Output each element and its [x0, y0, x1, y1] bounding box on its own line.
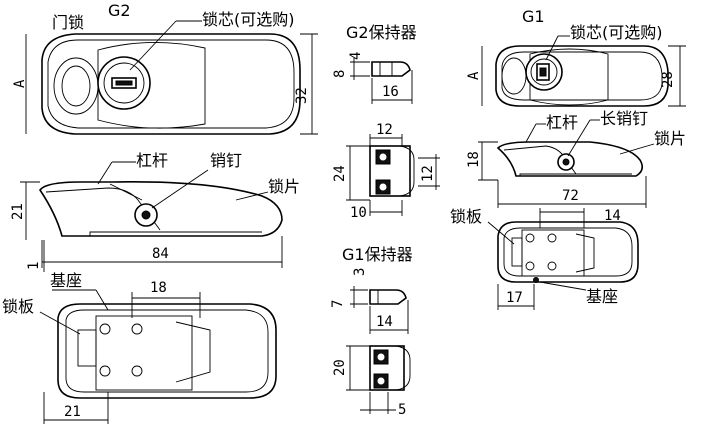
dim-g2-a: A: [12, 79, 28, 88]
label-lock-core-g1: 锁芯(可选购): [570, 23, 663, 42]
dim-g1-28: 28: [660, 71, 676, 88]
label-lock-plate-g2: 锁板: [2, 297, 34, 316]
dim-h2-12r: 12: [420, 165, 436, 182]
label-lock-plate-g1: 锁板: [450, 207, 482, 226]
g1-side-view: [496, 141, 644, 177]
g1-base-view: [497, 221, 639, 283]
dim-g1-a: A: [466, 71, 482, 80]
label-g1: G1: [522, 7, 545, 26]
g2-base-view: [57, 303, 277, 399]
dim-g1-72: 72: [562, 188, 579, 204]
dim-g1-18: 18: [466, 151, 482, 168]
dim-g1-17: 17: [506, 290, 523, 306]
label-base-g1: 基座: [586, 287, 618, 306]
dim-g2-len: 84: [152, 246, 169, 262]
dim-g2-side-h: 21: [10, 203, 26, 220]
dim-h1-5: 5: [398, 402, 406, 418]
dim-h2-24: 24: [332, 165, 348, 182]
label-plate-g1: 锁片: [654, 129, 686, 148]
g1-holder-top: [369, 345, 411, 391]
dim-h2-12top: 12: [376, 122, 393, 138]
dim-g2-side-1: 1: [26, 262, 42, 270]
dim-h2-8: 8: [332, 70, 348, 78]
dim-h2-10: 10: [350, 205, 367, 221]
g2-holder-side: [371, 61, 411, 77]
dim-g2-height: 32: [294, 87, 310, 104]
label-plate-g2: 锁片: [268, 177, 300, 196]
g2-top-view: [41, 33, 301, 135]
dim-h1-20: 20: [332, 359, 348, 376]
dim-h1-3: 3: [352, 268, 368, 276]
label-lock-core-g2: 锁芯(可选购): [202, 10, 295, 29]
label-pin-g2: 销钉: [210, 151, 242, 170]
label-lever-g1: 杠杆: [546, 113, 578, 132]
g2-holder-top: [369, 145, 415, 197]
dim-g2-base-21: 21: [64, 404, 81, 420]
label-g2-holder: G2保持器: [346, 23, 417, 42]
dim-h2-16: 16: [382, 84, 399, 100]
g1-top-view: [495, 45, 669, 107]
label-long-pin-g1: 长销钉: [600, 109, 648, 128]
g1-holder-side: [369, 289, 407, 305]
label-base-g2: 基座: [50, 271, 82, 290]
label-lever-g2: 杠杆: [136, 151, 168, 170]
label-door-lock: 门锁: [52, 13, 84, 32]
dim-h1-7: 7: [330, 300, 346, 308]
dim-h2-4: 4: [348, 52, 364, 60]
label-g1-holder: G1保持器: [342, 245, 413, 264]
dim-g2-base-18: 18: [150, 280, 167, 296]
dim-g1-14: 14: [604, 208, 621, 224]
g2-side-view: [39, 180, 283, 237]
label-g2: G2: [108, 1, 131, 20]
dim-h1-14: 14: [376, 314, 393, 330]
